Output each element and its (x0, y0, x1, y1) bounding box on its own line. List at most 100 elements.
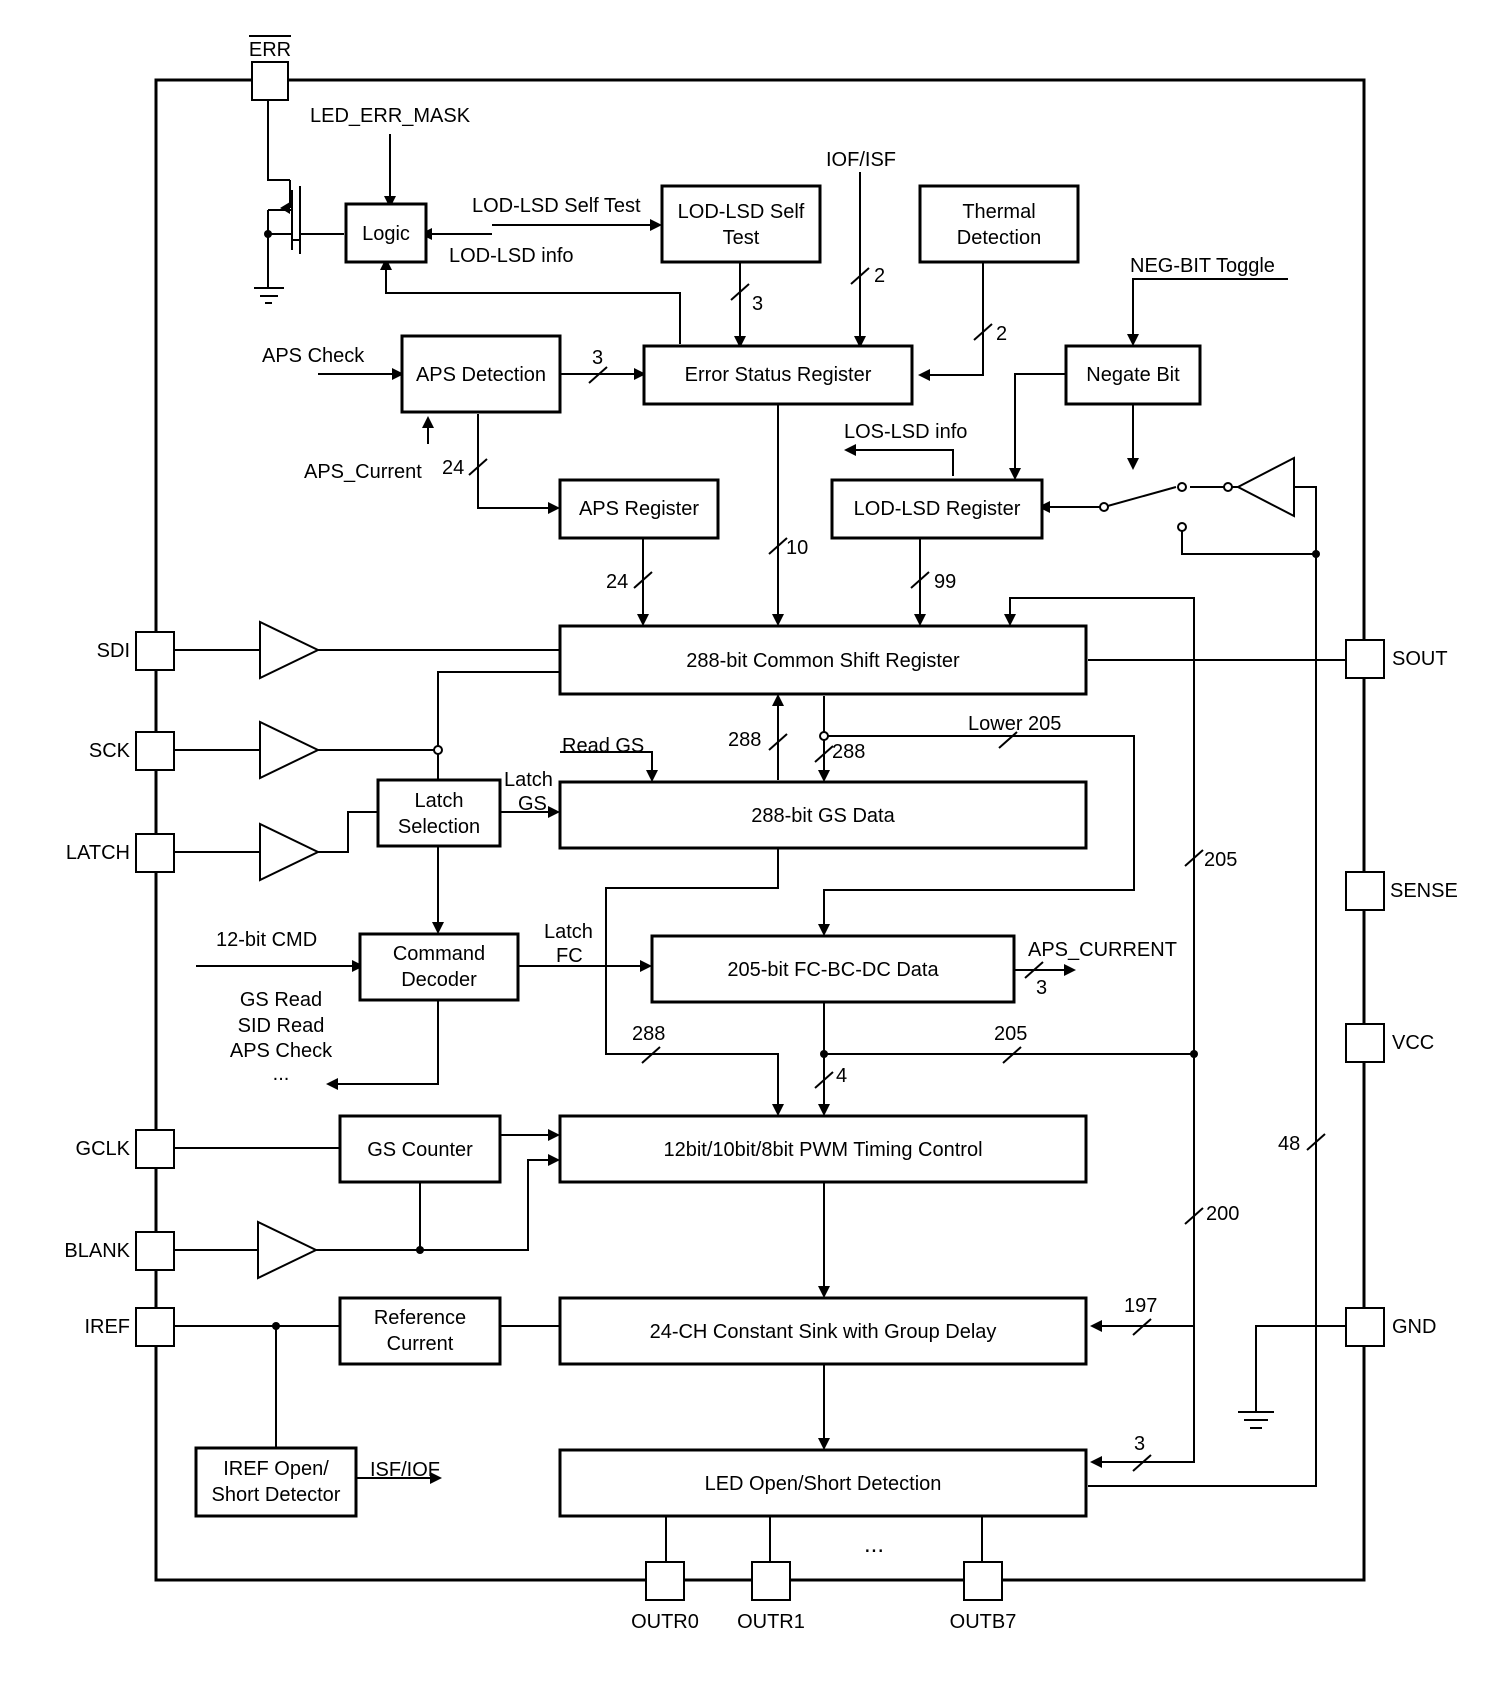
switch-node (1177, 522, 1187, 532)
lod-lsd-register-block (830, 478, 1044, 540)
iref-detector-block (194, 1446, 358, 1518)
fc-bc-dc-data-label: 205-bit FC-BC-DC Data (727, 959, 939, 981)
pin-latch (135, 833, 175, 873)
fc-bc-dc-data-block (650, 934, 1016, 1004)
reference-current-label-2: Current (387, 1333, 454, 1355)
pin-sout-label: SOUT (1392, 648, 1448, 670)
latch-gs-label-1: Latch (504, 769, 553, 791)
aps-current-out-label: APS_CURRENT (1028, 939, 1177, 961)
bus-to-led-det: 3 (1134, 1433, 1145, 1455)
sck-buffer-icon (259, 720, 321, 780)
bus-esr-to-shift: 10 (786, 537, 808, 559)
blank-buffer-icon (257, 1220, 319, 1280)
pin-iref-label: IREF (84, 1316, 130, 1338)
los-lsd-info-label: LOS-LSD info (844, 421, 967, 443)
constant-sink-label: 24-CH Constant Sink with Group Delay (650, 1321, 997, 1343)
lod-lsd-info-label: LOD-LSD info (449, 245, 574, 267)
bus-aps-reg-to-shift: 24 (606, 571, 628, 593)
command-decoder-label-2: Decoder (401, 969, 477, 991)
lower-205-label: Lower 205 (968, 713, 1061, 735)
pin-gclk-label: GCLK (76, 1138, 131, 1160)
reference-current-label-1: Reference (374, 1307, 466, 1329)
bus-fc-205: 205 (994, 1023, 1027, 1045)
pin-err-label: ERR (249, 39, 291, 61)
constant-sink-block (558, 1296, 1088, 1366)
bus-gs-to-shift: 288 (832, 741, 865, 763)
neg-bit-toggle-label: NEG-BIT Toggle (1130, 255, 1275, 277)
junction-dot (820, 1050, 828, 1058)
pin-vcc (1345, 1023, 1385, 1063)
gs-data-label: 288-bit GS Data (751, 805, 895, 827)
isf-iof-label: ISF/IOF (370, 1459, 440, 1481)
decoder-output-4: ... (273, 1063, 290, 1085)
bus-lod-reg-to-shift: 99 (934, 571, 956, 593)
decoder-output-2: SID Read (238, 1015, 325, 1037)
pin-outr1 (751, 1561, 791, 1601)
aps-detection-block (400, 334, 562, 414)
negate-bit-block (1064, 344, 1202, 406)
common-shift-register-block (558, 624, 1088, 696)
bus-fc-to-pwm: 4 (836, 1065, 847, 1087)
bus-right-200: 200 (1206, 1203, 1239, 1225)
pin-outb7-label: OUTB7 (950, 1611, 1017, 1633)
common-shift-register-label: 288-bit Common Shift Register (686, 650, 960, 672)
pin-err (251, 61, 289, 101)
pwm-timing-control-block (558, 1114, 1088, 1184)
command-decoder-block (358, 932, 520, 1002)
gs-counter-label: GS Counter (367, 1139, 473, 1161)
latch-fc-label-2: FC (556, 945, 583, 967)
pin-sck-label: SCK (89, 740, 131, 762)
command-decoder-label-1: Command (393, 943, 485, 965)
pin-sense (1345, 871, 1385, 911)
bus-aps-to-esr: 3 (592, 347, 603, 369)
thermal-detection-label-2: Detection (957, 227, 1042, 249)
led-err-mask-label: LED_ERR_MASK (310, 105, 471, 127)
bus-sense-48: 48 (1278, 1133, 1300, 1155)
comparator-icon (1235, 456, 1295, 518)
switch-node (1177, 482, 1187, 492)
iref-detector-label-2: Short Detector (212, 1484, 341, 1506)
outputs-ellipsis: ... (864, 1531, 884, 1558)
lod-lsd-self-test-block (660, 184, 822, 264)
decoder-output-3: APS Check (230, 1040, 333, 1062)
bus-iof-isf: 2 (874, 265, 885, 287)
pin-outr1-label: OUTR1 (737, 1611, 805, 1633)
latch-buffer-icon (259, 822, 321, 882)
gs-data-block (558, 780, 1088, 850)
pin-sck (135, 731, 175, 771)
junction-dot (272, 1322, 280, 1330)
pin-sense-label: SENSE (1390, 880, 1458, 902)
pin-sdi-label: SDI (97, 640, 130, 662)
pin-sdi (135, 631, 175, 671)
cmd-12bit-label: 12-bit CMD (216, 929, 317, 951)
pwm-timing-control-label: 12bit/10bit/8bit PWM Timing Control (663, 1139, 982, 1161)
iof-isf-label: IOF/ISF (826, 149, 896, 171)
sdi-buffer-icon (259, 620, 321, 680)
pin-blank-label: BLANK (64, 1240, 130, 1262)
negate-bit-label: Negate Bit (1086, 364, 1180, 386)
pin-sout (1345, 639, 1385, 679)
latch-selection-label-2: Selection (398, 816, 480, 838)
error-status-register-label: Error Status Register (685, 364, 872, 386)
aps-check-label: APS Check (262, 345, 365, 367)
led-open-short-detection-label: LED Open/Short Detection (705, 1473, 942, 1495)
bus-aps-current: 24 (442, 457, 464, 479)
latch-fc-label-1: Latch (544, 921, 593, 943)
lod-lsd-self-test-signal-label: LOD-LSD Self Test (472, 195, 641, 217)
pin-gnd (1345, 1307, 1385, 1347)
latch-gs-label-2: GS (518, 793, 547, 815)
pin-blank (135, 1231, 175, 1271)
read-gs-label: Read GS (562, 735, 644, 757)
aps-register-block (558, 478, 720, 540)
aps-detection-label: APS Detection (416, 364, 546, 386)
lod-lsd-register-label: LOD-LSD Register (854, 498, 1021, 520)
switch-node (1099, 502, 1109, 512)
pin-gnd-label: GND (1392, 1316, 1436, 1338)
junction-dot (416, 1246, 424, 1254)
bus-right-205: 205 (1204, 849, 1237, 871)
gs-counter-block (338, 1114, 502, 1184)
junction-dot (1190, 1050, 1198, 1058)
junction-open (819, 731, 829, 741)
junction-dot (264, 230, 272, 238)
bus-shift-to-gs: 288 (728, 729, 761, 751)
